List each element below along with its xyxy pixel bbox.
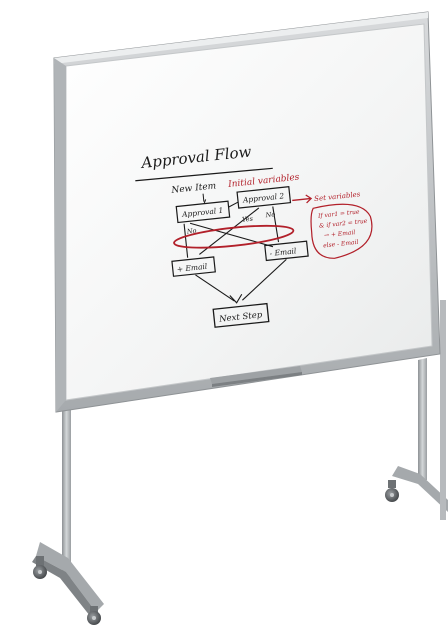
whiteboard-drawing: Approval Flow New Item Initial variables… [135, 142, 373, 328]
caster-left-front [33, 556, 47, 579]
yes-label: Yes [242, 215, 254, 224]
marker-tray [210, 366, 302, 384]
new-item-text: New Item [170, 181, 217, 196]
next-step-label: Next Step [218, 310, 263, 325]
stand-frame [32, 300, 448, 616]
no-label-2: No [264, 210, 275, 219]
left-base [36, 542, 104, 612]
email-minus-label: - Email [269, 246, 297, 258]
right-base [392, 466, 448, 512]
red-note-line-1: If var1 = true [317, 208, 361, 219]
email-minus-box [264, 240, 309, 262]
no-label: No [186, 227, 197, 236]
approval-1-box [175, 200, 231, 224]
red-note-bubble [310, 203, 373, 259]
next-step-box [212, 302, 270, 328]
red-variable-loop [173, 224, 295, 249]
left-pole [62, 388, 71, 578]
casters [33, 480, 399, 625]
approval-1-label: Approval 1 [181, 206, 224, 219]
approval-2-label: Approval 2 [241, 191, 284, 204]
approval-2-box [236, 186, 292, 209]
red-arrow [292, 197, 311, 202]
caster-left-back [87, 606, 101, 625]
caster-right [385, 480, 399, 502]
email-plus-box [171, 256, 216, 277]
board-surface [65, 23, 433, 401]
email-plus-label: + Email [176, 262, 208, 274]
red-note-line-4: else - Email [323, 239, 359, 250]
right-pole [418, 358, 427, 481]
title-underline [135, 167, 273, 182]
red-note-line-3: → + Email [324, 229, 356, 239]
